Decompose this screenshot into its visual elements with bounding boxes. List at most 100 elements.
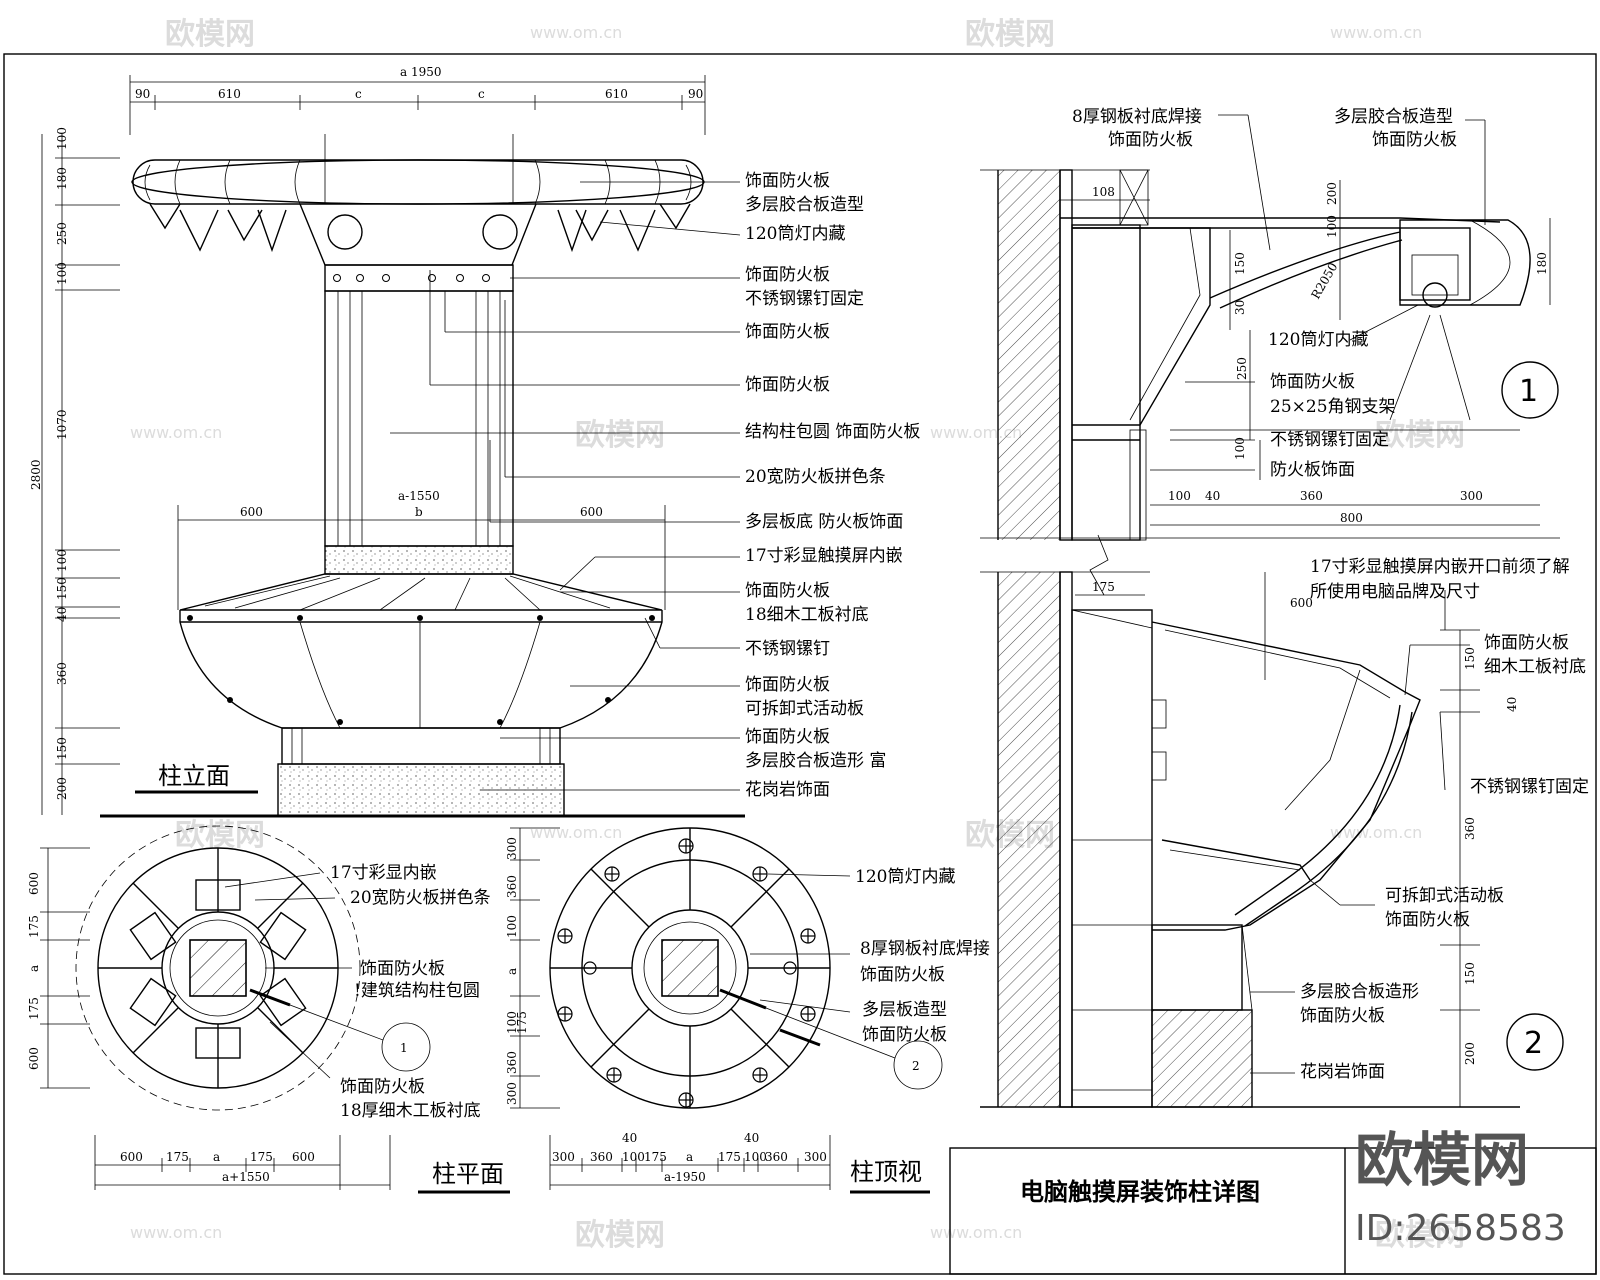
dim-left: 100 <box>505 915 519 938</box>
section-2: 2 175 600 150 40 360 150 200 17寸彩显触摸屏内嵌开… <box>980 534 1589 1108</box>
dim: 40 <box>1505 697 1519 712</box>
top-view-title: 柱顶视 <box>850 1158 922 1186</box>
label: 饰面防火板 <box>1372 130 1457 150</box>
label: 饰面防火板 <box>860 965 945 985</box>
watermark-url: www.om.cn <box>930 1223 1022 1242</box>
label: 花岗岩饰面 <box>745 780 830 800</box>
dim-bottom-seg: 175 <box>644 1150 667 1164</box>
watermark-brand: 欧模网 <box>175 818 265 853</box>
dim-mid-overall: a-1550 <box>398 489 440 503</box>
label: 17寸彩显内嵌 <box>330 863 437 883</box>
dim-left: 175 <box>27 997 41 1020</box>
dim-left: 100 <box>55 127 69 150</box>
label: 饰面防火板 <box>1484 633 1569 653</box>
dim: 150 <box>1463 647 1477 670</box>
dim-mid-seg: b <box>415 505 423 519</box>
dim: 200 <box>1325 182 1339 205</box>
label: 20宽防火板拼色条 <box>745 467 886 487</box>
dim: 108 <box>1092 185 1115 199</box>
watermark-brand: 欧模网 <box>1375 1218 1465 1253</box>
watermark-url: www.om.cn <box>530 823 622 842</box>
dim-left-total: 2800 <box>29 459 43 490</box>
dim: 100 <box>1233 437 1247 460</box>
dim-bottom-seg: 360 <box>765 1150 788 1164</box>
dim: 175 <box>1092 580 1115 594</box>
label: 饰面防火板 <box>745 375 830 395</box>
dim: 250 <box>1235 357 1249 380</box>
dim-bottom-seg: 175 <box>250 1150 273 1164</box>
dim-top-seg: c <box>478 87 485 101</box>
dim-bottom-small: 40 <box>622 1131 637 1145</box>
downlight-icon <box>557 838 816 1108</box>
label: !建筑结构柱包圆 <box>354 981 480 1001</box>
sheet-border <box>3 53 1597 1275</box>
watermark-brand: 欧模网 <box>575 418 665 453</box>
label: 不锈钢镙钉固定 <box>1270 430 1389 450</box>
dim-bottom-seg: 100 <box>622 1150 645 1164</box>
label: 8厚钢板衬底焊接 <box>1072 107 1202 127</box>
label: 多层胶合板造型 <box>1334 107 1453 127</box>
label: 25×25角钢支架 <box>1270 397 1396 417</box>
dim: 360 <box>1463 817 1477 840</box>
label: 17寸彩显触摸屏内嵌开口前须了解 <box>1310 557 1570 577</box>
dim-top-seg: 90 <box>135 87 150 101</box>
dim: 30 <box>1233 300 1247 315</box>
plan-callout-number: 1 <box>400 1041 408 1055</box>
dim-bottom-seg: a <box>686 1150 693 1164</box>
dim-left: a <box>27 965 41 972</box>
label: 饰面防火板 <box>745 322 830 342</box>
watermark-brand: 欧模网 <box>575 1218 665 1253</box>
dim-bottom-seg: a <box>213 1150 220 1164</box>
dim: 40 <box>1205 489 1220 503</box>
section-2-number: 2 <box>1524 1026 1543 1061</box>
dim: 300 <box>1460 489 1483 503</box>
dim-left: 300 <box>505 1082 519 1105</box>
section-1: 1 108 200 100 150 30 R2050 180 250 100 1… <box>980 107 1560 541</box>
label: 饰面防火板 <box>745 581 830 601</box>
label: 17寸彩显触摸屏内嵌 <box>745 546 903 566</box>
elevation-title: 柱立面 <box>158 762 230 790</box>
dim-left: 100 <box>55 549 69 572</box>
dim: 100 <box>1325 215 1339 238</box>
label: 多层板底 防火板饰面 <box>745 512 903 532</box>
dim: 200 <box>1463 1042 1477 1065</box>
dim-mid-seg: 600 <box>240 505 263 519</box>
dim-left: 175 <box>27 915 41 938</box>
dim-top-seg: 610 <box>605 87 628 101</box>
dim-left: 300 <box>505 837 519 860</box>
dim-left: 200 <box>55 777 69 800</box>
label: 可拆卸式活动板 <box>1385 886 1504 906</box>
dim-left: 150 <box>55 577 69 600</box>
label: 18细木工板衬底 <box>745 605 869 625</box>
watermark-url: www.om.cn <box>1330 23 1422 42</box>
dim-left: 360 <box>505 875 519 898</box>
label: 8厚钢板衬底焊接 <box>860 939 990 959</box>
dim-bottom-overall: a-1950 <box>664 1170 706 1184</box>
dim-left: 180 <box>55 167 69 190</box>
label: 不锈钢镙钉固定 <box>1470 777 1589 797</box>
brand-logo-text: 欧模网 <box>1355 1126 1529 1194</box>
dim-left: 100 <box>55 262 69 285</box>
label: 多层板造型 <box>862 1000 947 1020</box>
dim: 150 <box>1233 252 1247 275</box>
label: 饰面防火板 <box>1108 130 1193 150</box>
dim: 150 <box>1463 962 1477 985</box>
watermark-brand: 欧模网 <box>965 17 1055 52</box>
dim: 100 <box>1168 489 1191 503</box>
label: 饰面防火板 <box>745 171 830 191</box>
watermark-brand: 欧模网 <box>165 17 255 52</box>
label: 结构柱包圆 饰面防火板 <box>745 422 920 442</box>
label: 饰面防火板 <box>862 1025 947 1045</box>
dim-bottom-seg: 175 <box>166 1150 189 1164</box>
label: 饰面防火板 <box>745 265 830 285</box>
dim-left: 150 <box>55 737 69 760</box>
dim-left: 1070 <box>55 409 69 440</box>
dim: 360 <box>1300 489 1323 503</box>
dim: R2050 <box>1308 260 1340 301</box>
watermark-url: www.om.cn <box>130 423 222 442</box>
dim-left: 600 <box>27 872 41 895</box>
label: 饰面防火板 <box>1385 910 1470 930</box>
dim-left: a <box>505 968 519 975</box>
dim-bottom-small: 40 <box>744 1131 759 1145</box>
